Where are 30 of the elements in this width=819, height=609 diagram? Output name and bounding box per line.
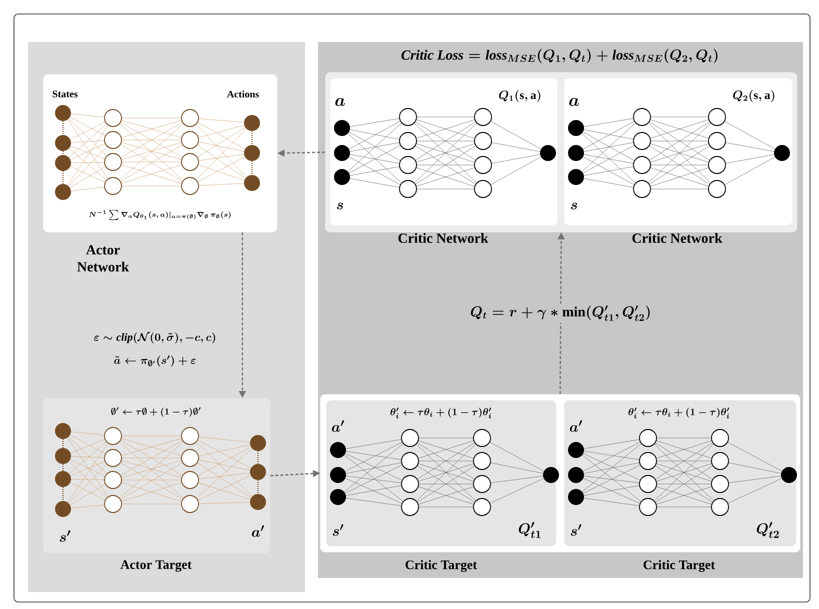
formula: $\theta_i' \leftarrow \tau\theta_i + (1-\tau)\theta_i'$	[628, 408, 730, 418]
edge-label: $Q_t = r + \gamma * \min(Q_{t1}', Q_{t2}')$	[470, 306, 650, 321]
node-label: $s'$	[332, 524, 344, 536]
node-label: $a'$	[252, 525, 264, 537]
network-title: Critic Network	[632, 233, 722, 243]
formula: $\theta_i' \leftarrow \tau\theta_i + (1-\tau)\theta_i'$	[390, 408, 492, 418]
node-label: $s'$	[570, 524, 582, 536]
node-label: $a$	[335, 98, 345, 106]
network-title: Critic Target	[406, 560, 477, 572]
formula: $Q_1(\mathrm{s,a})$	[499, 90, 540, 102]
node-label: Actions	[227, 90, 259, 98]
node-label: $s'$	[60, 530, 70, 542]
node-label: $a'$	[570, 420, 582, 432]
network-title: Actor Network	[77, 245, 130, 272]
formula: $\emptyset' \leftarrow \tau\emptyset + (1-\tau)\emptyset'$	[111, 407, 201, 417]
node-label: $s$	[571, 202, 578, 210]
network-title: Actor Target	[120, 560, 192, 572]
node-label: $a$	[569, 98, 579, 106]
node-label: $a'$	[332, 420, 344, 432]
network-title: Critic Network	[398, 233, 488, 243]
formula: $Q_2(\mathrm{s,a})$	[733, 90, 774, 102]
node-label: $Q_{t1}'$	[518, 522, 541, 538]
network-title: Critic Target	[644, 560, 715, 572]
node-label: $s$	[337, 202, 344, 210]
node-label: States	[52, 90, 78, 98]
formula: $\mathit{Critic\ Loss} = \mathit{loss}_{MSE}(Q_1, Q_t) + \mathit{loss}_{MSE}(Q_2, Q_t)$	[401, 48, 718, 64]
formula: $\tilde{a} \leftarrow \pi_{\emptyset'}(s')+\varepsilon$	[114, 355, 196, 367]
node-label: $Q_{t2}'$	[756, 522, 779, 538]
formula: $N^{-1}\sum \nabla_a Q_{\theta_1}(s,a)|_{a=\pi(\emptyset)}\nabla_{\emptyset}\,\pi_{\emptyset}(s)$	[89, 210, 231, 220]
formula: $\varepsilon \sim \mathit{clip}(\mathcal{N}(0,\tilde{\sigma}), -c, c)$	[94, 332, 216, 344]
